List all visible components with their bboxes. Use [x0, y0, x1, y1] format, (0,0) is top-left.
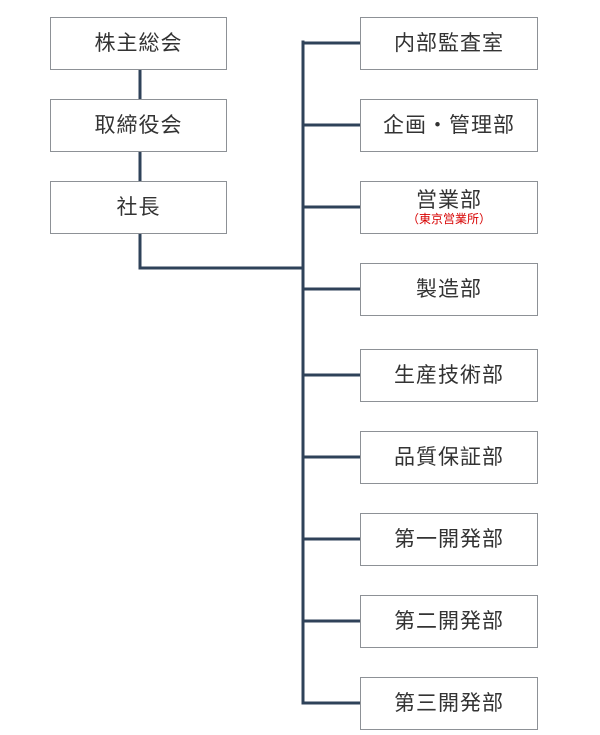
- tokyo-sales-office-note: （東京営業所）: [406, 212, 491, 227]
- shareholders-meeting-label: 株主総会: [94, 31, 183, 56]
- shareholders-meeting-box: 株主総会: [50, 17, 227, 70]
- development-department-2-box: 第二開発部: [360, 595, 538, 648]
- quality-assurance-box: 品質保証部: [360, 431, 538, 484]
- planning-management-box: 企画・管理部: [360, 99, 538, 152]
- development-department-1-box: 第一開発部: [360, 513, 538, 566]
- development-department-2-label: 第二開発部: [394, 609, 504, 634]
- development-department-1-label: 第一開発部: [394, 527, 504, 552]
- development-department-3-label: 第三開発部: [394, 691, 504, 716]
- connector-layer: [138, 40, 362, 705]
- internal-audit-label: 内部監査室: [394, 31, 504, 56]
- sales-department-label: 営業部: [416, 188, 482, 213]
- planning-management-label: 企画・管理部: [383, 113, 515, 138]
- board-of-directors-box: 取締役会: [50, 99, 227, 152]
- manufacturing-department-box: 製造部: [360, 263, 538, 316]
- development-department-3-box: 第三開発部: [360, 677, 538, 730]
- production-engineering-box: 生産技術部: [360, 349, 538, 402]
- manufacturing-department-label: 製造部: [416, 277, 482, 302]
- board-of-directors-label: 取締役会: [94, 113, 183, 138]
- internal-audit-box: 内部監査室: [360, 17, 538, 70]
- president-label: 社長: [116, 195, 161, 220]
- sales-department-box: 営業部 （東京営業所）: [360, 181, 538, 234]
- quality-assurance-label: 品質保証部: [394, 445, 504, 470]
- production-engineering-label: 生産技術部: [394, 363, 504, 388]
- president-box: 社長: [50, 181, 227, 234]
